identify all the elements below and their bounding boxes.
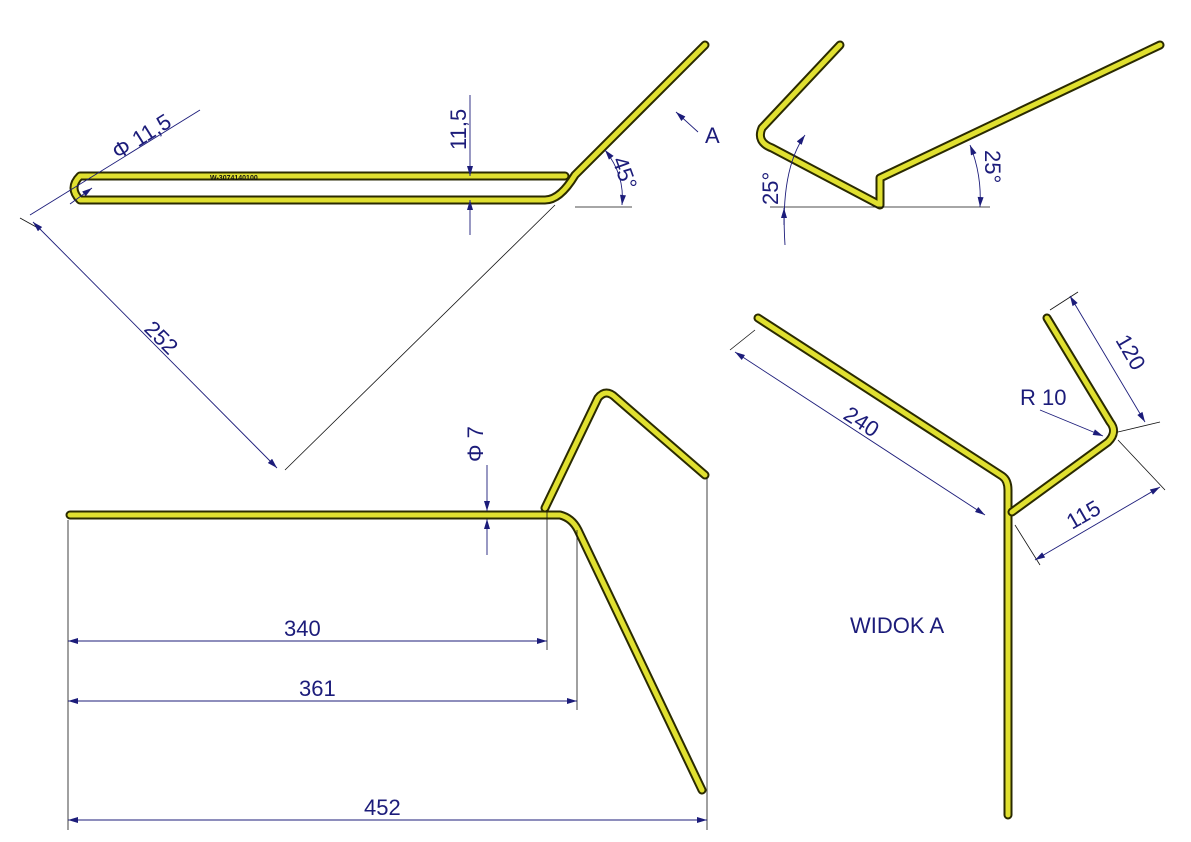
length-120-label: 120 (1111, 330, 1151, 374)
view-arrow-label: A (705, 123, 720, 148)
diameter-leader (29, 109, 201, 216)
view-arrow-a (675, 111, 699, 133)
diameter-7-label: Φ 7 (463, 426, 488, 462)
length-240-label: 240 (839, 401, 883, 442)
view-title: WIDOK A (850, 613, 944, 638)
part-number-label: W-3074140100 (210, 175, 258, 182)
view-a: 240 120 R 10 115 WIDOK A (729, 291, 1166, 820)
length-452-label: 452 (364, 795, 401, 820)
top-view: W-3074140100 Φ 11,5 11,5 45° A 252 (19, 40, 720, 471)
angle-25-left-label: 25° (758, 172, 783, 205)
angle-45-label: 45° (607, 153, 642, 193)
length-340-label: 340 (284, 616, 321, 641)
front-view: Φ 7 340 361 452 (65, 388, 710, 830)
length-361-label: 361 (299, 676, 336, 701)
side-view: 25° 25° (755, 40, 1165, 246)
radius-label: R 10 (1020, 385, 1066, 410)
length-115-label: 115 (1062, 495, 1105, 534)
diameter-11-5-label: Φ 11,5 (107, 109, 175, 165)
length-252-label: 252 (139, 316, 183, 360)
gap-label: 11,5 (446, 109, 471, 150)
angle-25-right-label: 25° (980, 150, 1005, 183)
